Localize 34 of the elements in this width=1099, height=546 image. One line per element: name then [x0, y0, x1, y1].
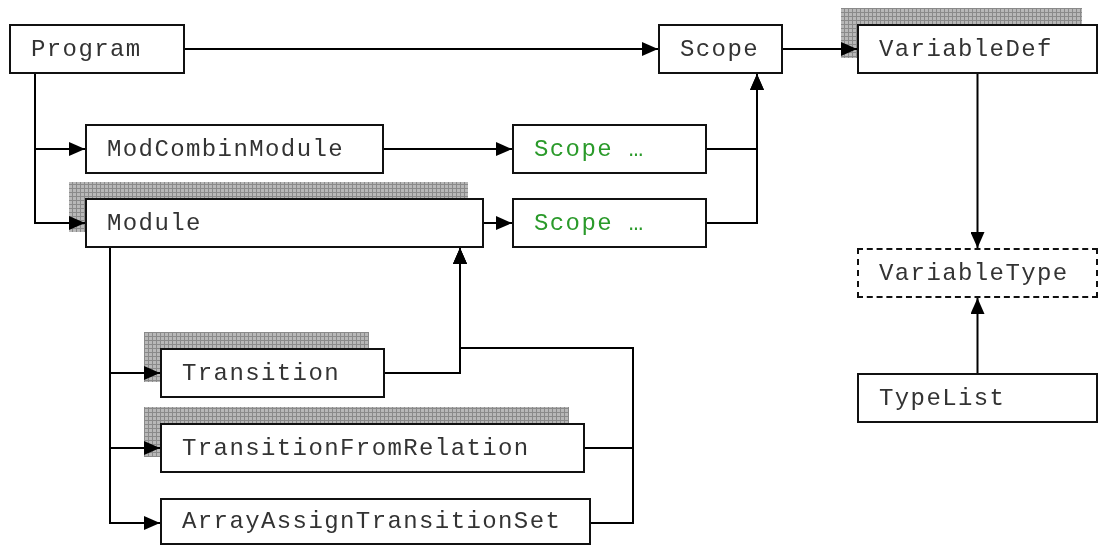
- arrow: [453, 247, 634, 524]
- arrow: [184, 42, 659, 56]
- arrow: [782, 42, 858, 56]
- class-name: ModCombinModule: [106, 135, 345, 163]
- arrow: [34, 73, 86, 230]
- class-box: [85, 198, 484, 248]
- arrow: [970, 73, 985, 249]
- class-name: VariableType: [878, 259, 1069, 287]
- class-name: TypeList: [878, 384, 1006, 412]
- class-box: [85, 124, 384, 174]
- class-box: [160, 348, 385, 398]
- arrow: [483, 216, 513, 230]
- class-box: [857, 248, 1098, 298]
- arrow: [970, 297, 985, 374]
- class-name: Scope …: [533, 135, 645, 163]
- class-box: [160, 498, 591, 545]
- class-name: ArrayAssignTransitionSet: [181, 508, 562, 535]
- class-box: [658, 24, 783, 74]
- class-name: VariableDef: [878, 35, 1053, 63]
- class-box: [857, 373, 1098, 423]
- arrow: [383, 142, 513, 156]
- class-name: Scope …: [533, 209, 645, 237]
- class-box: [9, 24, 185, 74]
- class-box: [160, 423, 585, 473]
- arrow: [706, 73, 764, 224]
- class-box: [857, 24, 1098, 74]
- class-name: Scope: [679, 35, 759, 63]
- class-name: Program: [30, 35, 142, 63]
- class-box: [512, 198, 707, 248]
- class-name: TransitionFromRelation: [181, 434, 530, 462]
- arrow: [109, 247, 161, 530]
- class-box: [512, 124, 707, 174]
- class-name: Transition: [181, 359, 341, 387]
- class-name: Module: [106, 209, 202, 237]
